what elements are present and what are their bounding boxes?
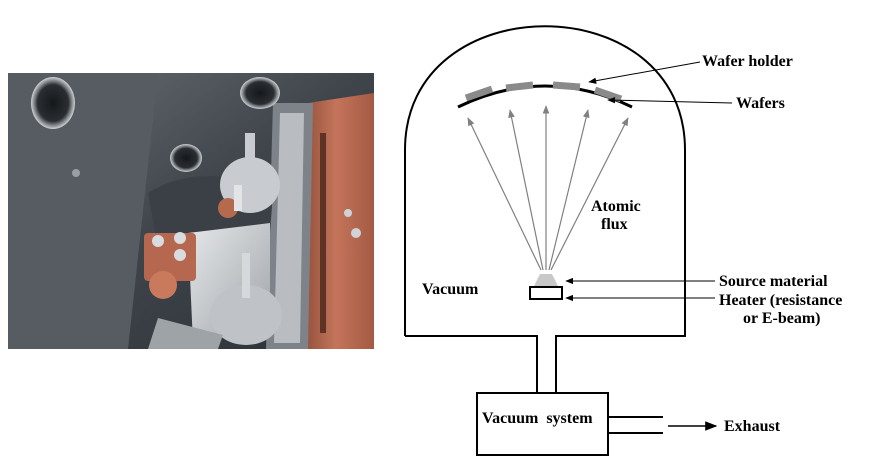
label-wafers: Wafers bbox=[736, 95, 785, 112]
label-heater-line1: Heater (resistance bbox=[719, 292, 842, 309]
label-heater-line2: or E-beam) bbox=[743, 310, 820, 327]
atomic-flux-arrows bbox=[467, 105, 629, 271]
evaporator-chamber-photo bbox=[8, 73, 374, 349]
flux-arrow bbox=[508, 109, 544, 271]
label-source-material: Source material bbox=[719, 273, 828, 290]
flux-arrow bbox=[550, 117, 629, 271]
wafer bbox=[505, 81, 534, 92]
label-atomic-flux-line2: flux bbox=[601, 216, 628, 233]
wafer-holder-leader bbox=[588, 61, 701, 84]
label-wafer-holder: Wafer holder bbox=[702, 53, 793, 70]
flux-arrow bbox=[467, 117, 542, 271]
wafers-leader bbox=[607, 96, 733, 104]
wafer bbox=[552, 81, 581, 91]
label-atomic-flux-line1: Atomic bbox=[591, 198, 641, 215]
label-vacuum: Vacuum bbox=[422, 281, 479, 298]
label-vacuum-system: Vacuum system bbox=[482, 410, 593, 427]
bell-jar-chamber bbox=[404, 25, 686, 393]
vacuum-system-box bbox=[476, 392, 609, 456]
source-material bbox=[534, 274, 558, 286]
flux-arrow bbox=[548, 109, 590, 271]
wafers bbox=[464, 81, 623, 103]
label-exhaust: Exhaust bbox=[724, 418, 781, 435]
wafer bbox=[464, 85, 494, 102]
wafer bbox=[593, 86, 623, 103]
heater-crucible bbox=[529, 286, 563, 300]
